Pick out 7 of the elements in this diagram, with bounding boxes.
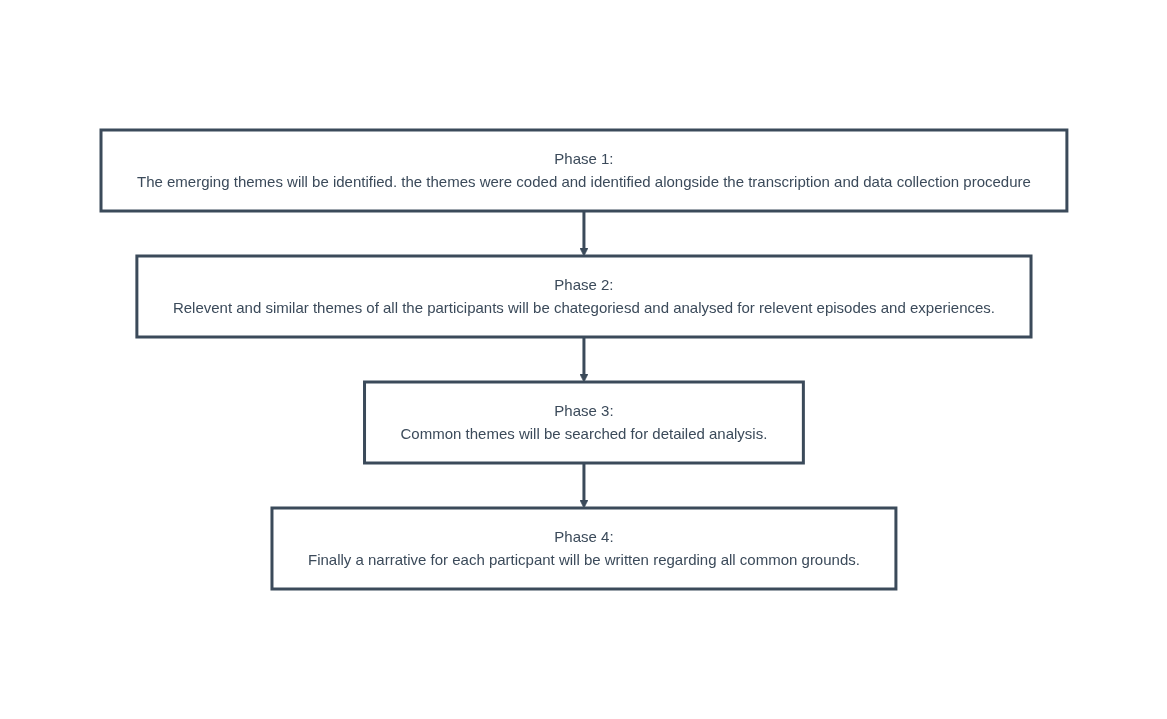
node-box: Phase 1: The emerging themes will be identified. the themes were coded and identified alongside the transcription and data collection procedure xyxy=(99,128,1068,213)
node-box: Phase 2: Relevent and similar themes of all the participants will be chategoriesd and analysed for relevent episodes and experiences. xyxy=(134,254,1033,339)
node-box: Phase 4: Finally a narrative for each particpant will be written regarding all common grounds. xyxy=(270,506,897,591)
arrow xyxy=(579,337,588,383)
arrow xyxy=(579,463,588,509)
arrow xyxy=(579,211,588,257)
node-box: Phase 3: Common themes will be searched for detailed analysis. xyxy=(362,380,805,465)
